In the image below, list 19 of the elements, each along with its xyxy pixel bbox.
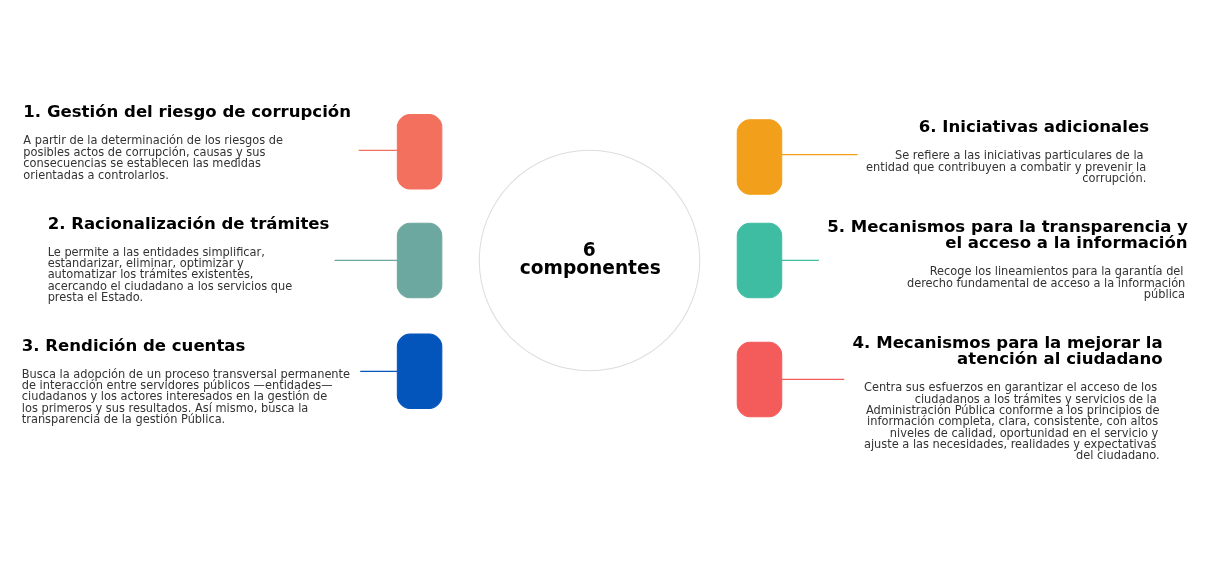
node-text: 5. Mecanismos para la transparencia y el acceso a la información Recoge los lineamientos para la garantía del derecho fundamental de acceso a la información pública: [827, 216, 1188, 301]
node-arc: [396, 222, 443, 298]
node-arc: [736, 341, 783, 417]
node-arc: [736, 118, 783, 195]
node-text: 2. Racionalización de trámites Le permite a las entidades simplificar, estandarizar, eliminar, optimizar y automatizar los trámites existentes, acercando el ciudadano a los servicios que presta el Estado.: [47, 213, 330, 304]
node-circle: 6 componentes: [478, 149, 701, 371]
node-arc: [396, 332, 443, 409]
node-arc: [396, 113, 443, 190]
node-arc: [736, 222, 783, 298]
node-text: 4. Mecanismos para la mejorar la atención al ciudadano Centra sus esfuerzos en garantizar el acceso de los ciudadanos a los trámites y servicios de la Administración Pública conforme a los principios de información completa, clara, consistente, con altos niveles de calidad, oportunidad en el servicio y ajuste a las necesidades, realidades y expectativas del ciudadano.: [852, 332, 1163, 462]
node-text: 3. Rendición de cuentas Busca la adopción de un proceso transversal permanente de interacción entre servidores públicos —entidades— ciudadanos y los actores interesados en la gestión de los primeros y sus resultados. Así mismo, busca la transparencia de la gestión Pública.: [21, 335, 351, 426]
connector: [781, 153, 859, 155]
node-text: 1. Gestión del riesgo de corrupción A partir de la determinación de los riesgos de posibles actos de corrupción, causas y sus consecuencias se establecen las medidas orientadas a controlarlos.: [23, 101, 352, 182]
node-text: 6. Iniciativas adicionales Se refiere a las iniciativas particulares de la entidad que contribuyen a combatir y prevenir la corrupción.: [866, 116, 1149, 185]
connector: [358, 149, 398, 151]
connector: [333, 259, 398, 261]
connector: [781, 378, 845, 380]
connector: [781, 259, 820, 261]
connector: [359, 370, 398, 372]
